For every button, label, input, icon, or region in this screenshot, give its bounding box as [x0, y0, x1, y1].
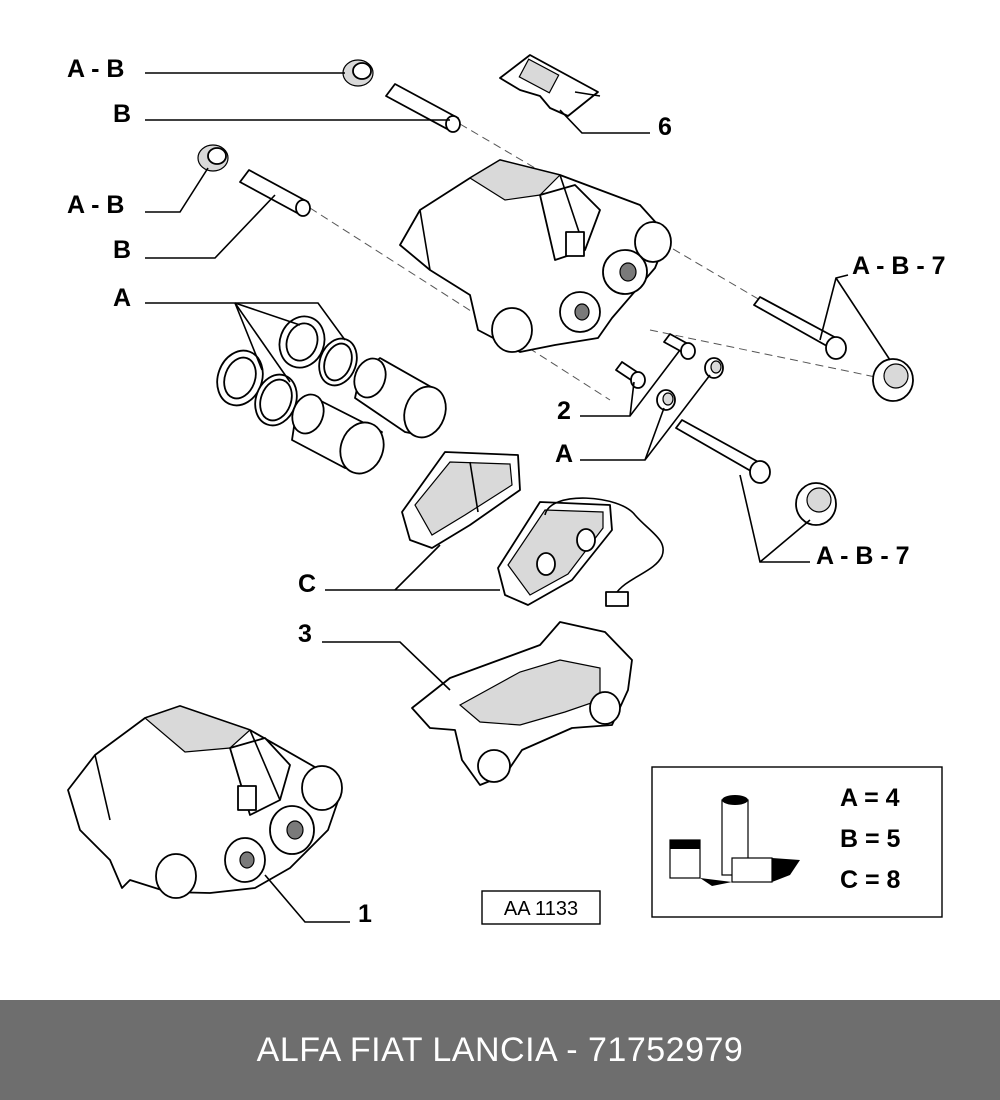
- kit-legend-box: A = 4 B = 5 C = 8: [651, 766, 943, 918]
- pad-wear-sensor: [544, 497, 664, 607]
- anti-rattle-spring: [499, 54, 601, 117]
- leader-ab7-bottom-2: [759, 519, 811, 563]
- callout-a-seals: A: [113, 284, 131, 312]
- callout-3: 3: [298, 620, 312, 648]
- guide-pin-mid: [239, 169, 311, 217]
- leader-a-seals-1: [234, 302, 263, 371]
- kit-package-icon: [669, 795, 800, 886]
- caliper-bolt-lower: [675, 419, 771, 484]
- leader-a-seals-3: [234, 302, 301, 326]
- callout-ab7-top: A - B - 7: [852, 252, 946, 280]
- caliper-body-exploded: [399, 159, 672, 353]
- callout-c: C: [298, 570, 316, 598]
- callout-b-top: B: [113, 100, 131, 128]
- caliper-assembly: [67, 705, 343, 899]
- leader-2b: [629, 381, 635, 417]
- caliper-bracket: [411, 621, 633, 786]
- leader-ab-mid: [145, 167, 209, 213]
- leader-ab7-top: [819, 274, 849, 341]
- bleed-cap-upper: [704, 357, 724, 379]
- piston-seal-right-upper: [278, 315, 326, 369]
- bleed-screw-lower: [615, 361, 646, 389]
- callout-6: 6: [658, 113, 672, 141]
- kit-legend-a: A = 4: [840, 784, 900, 812]
- kit-legend-b: B = 5: [840, 825, 901, 853]
- caliper-bolt-upper: [753, 296, 847, 360]
- callout-ab-top: A - B: [67, 55, 124, 83]
- leader-a-seals-2: [234, 302, 291, 383]
- bolt-cap-lower: [795, 482, 837, 526]
- guide-bushing-top: [342, 59, 374, 87]
- leader-a-bleed-2: [644, 407, 665, 461]
- callout-ab7-bottom: A - B - 7: [816, 542, 910, 570]
- leader-3: [322, 641, 451, 691]
- callout-b-mid: B: [113, 236, 131, 264]
- leader-c-2: [394, 544, 441, 591]
- piston-seal-left-lower: [254, 373, 298, 427]
- bolt-cap-upper: [872, 358, 914, 402]
- bleed-cap-lower: [656, 389, 676, 411]
- piston-seal-left-upper: [216, 349, 264, 407]
- brake-pad-inner: [497, 501, 613, 606]
- callout-ab-mid: A - B: [67, 191, 124, 219]
- brake-pad-outer: [401, 451, 521, 549]
- piston-seal-right-lower: [318, 337, 358, 387]
- leader-a-bleed: [580, 374, 711, 461]
- piston-lower: [291, 393, 385, 475]
- leader-a-seals: [145, 302, 346, 341]
- leader-1: [264, 874, 350, 923]
- kit-legend-c: C = 8: [840, 866, 901, 894]
- reference-code-box: AA 1133: [481, 890, 601, 925]
- reference-code: AA 1133: [504, 898, 578, 920]
- callout-2: 2: [557, 397, 571, 425]
- guide-pin-top: [385, 83, 461, 133]
- guide-bushing-mid: [197, 144, 229, 172]
- callout-1: 1: [358, 900, 372, 928]
- footer-title: ALFA FIAT LANCIA - 71752979: [256, 1030, 744, 1069]
- callout-a-bleed: A: [555, 440, 573, 468]
- leader-b-mid: [145, 194, 276, 259]
- piston-upper: [353, 357, 447, 439]
- leader-6: [559, 109, 650, 134]
- bleed-screw-upper: [663, 333, 696, 360]
- brake-caliper-exploded-diagram: A - B B A - B B A 6 A - B - 7 2 A A - B …: [67, 54, 946, 928]
- leader-ab7-top-2: [835, 277, 891, 361]
- footer-banner: ALFA FIAT LANCIA - 71752979: [0, 1000, 1000, 1100]
